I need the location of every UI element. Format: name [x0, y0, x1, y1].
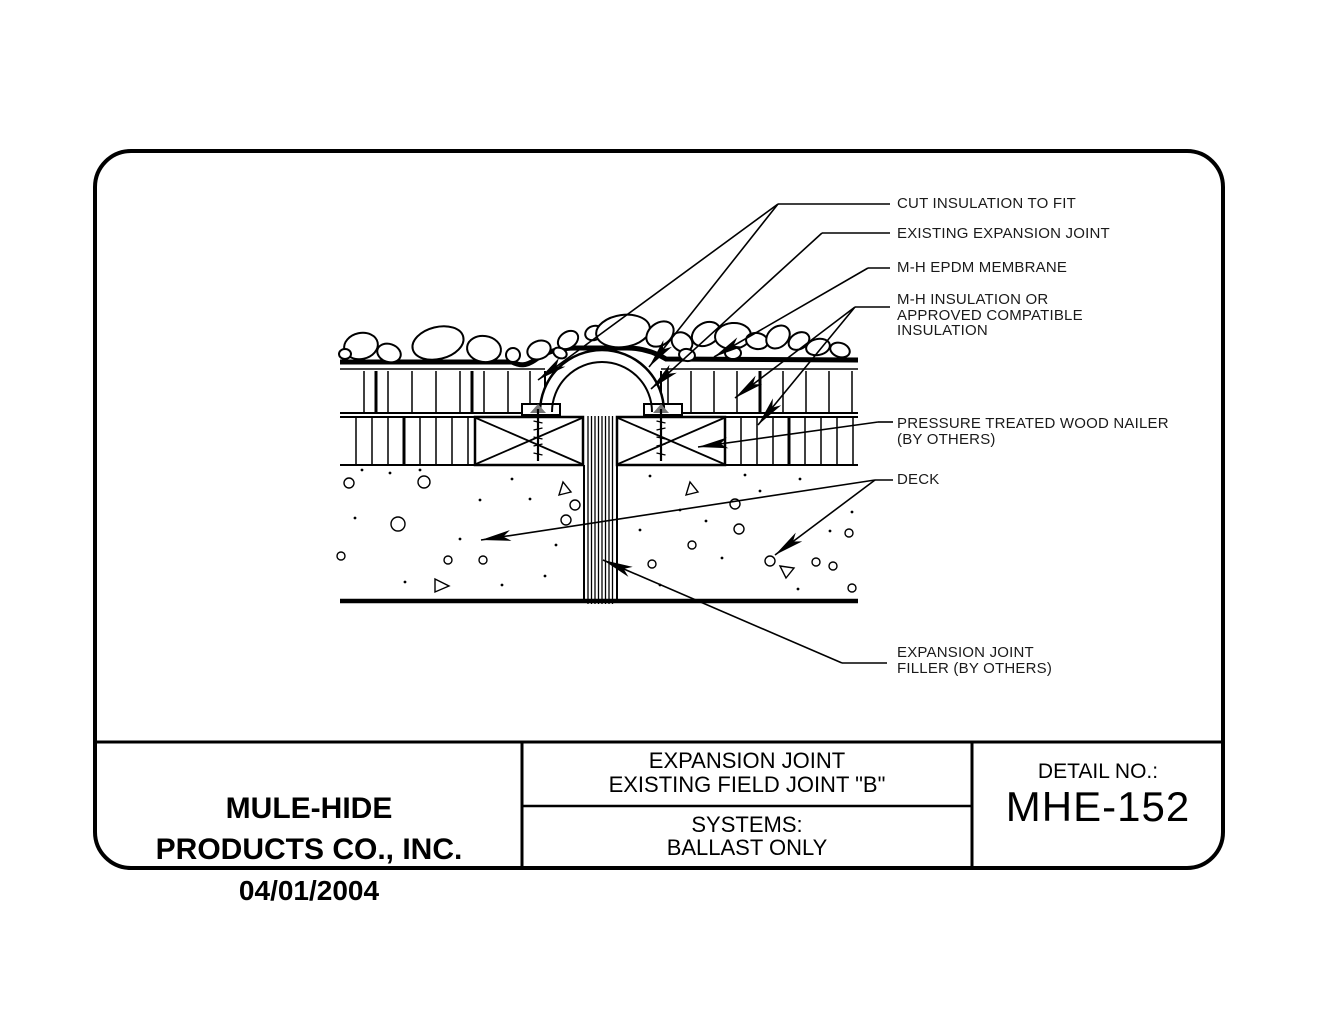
callout-deck: DECK: [897, 471, 940, 488]
callout-joint-filler: EXPANSION JOINT FILLER (BY OTHERS): [897, 644, 1053, 677]
title-block-lines: [95, 740, 1223, 868]
fastener-screws: [530, 404, 669, 461]
drawing-title: EXPANSION JOINT EXISTING FIELD JOINT "B": [608, 748, 886, 797]
callout-epdm-membrane: M-H EPDM MEMBRANE: [897, 259, 1068, 276]
deck: [336, 464, 858, 604]
detail-no-value: MHE-152: [1005, 783, 1191, 830]
callout-cut-insulation: CUT INSULATION TO FIT: [897, 195, 1076, 212]
systems-note: SYSTEMS: BALLAST ONLY: [666, 812, 828, 860]
company-name: MULE-HIDE PRODUCTS CO., INC. 04/01/2004: [97, 747, 521, 952]
callout-existing-expansion-joint: EXISTING EXPANSION JOINT: [897, 225, 1110, 242]
nailer-layer: [340, 416, 858, 464]
company-name-lines: MULE-HIDE PRODUCTS CO., INC.: [155, 792, 463, 866]
sheet-border: [93, 149, 1225, 870]
drawing-date: 04/01/2004: [238, 875, 380, 906]
callout-wood-nailer: PRESSURE TREATED WOOD NAILER (BY OTHERS): [897, 415, 1169, 448]
detail-no-label: DETAIL NO.:: [1037, 760, 1159, 783]
leader-lines: [480, 203, 893, 664]
wood-nailers: [473, 415, 727, 467]
expansion-joint-filler: [587, 416, 614, 604]
callout-mh-insulation: M-H INSULATION OR APPROVED COMPATIBLE IN…: [897, 291, 1083, 339]
